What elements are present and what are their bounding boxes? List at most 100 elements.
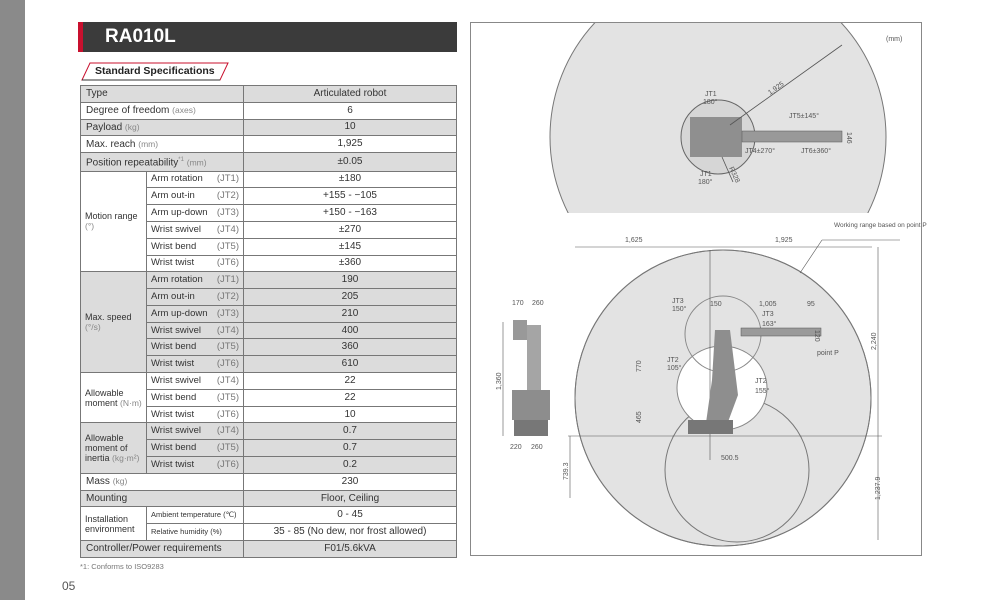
row-value: ±0.05 (243, 152, 457, 172)
row-value: 0.7 (243, 439, 457, 458)
working-range-diagram-panel (470, 22, 922, 556)
table-row: Allowable moment of inertia (kg·m²)Wrist… (80, 422, 457, 474)
row-label: Mounting (80, 489, 244, 508)
dim-label: 770 (636, 360, 643, 372)
table-row: Wrist bend(JT5)±145 (81, 237, 457, 256)
sub-label: Wrist twist(JT6) (146, 355, 244, 374)
robot-side-view-icon (513, 320, 527, 340)
group-label: Max. speed (°/s) (80, 271, 147, 374)
footnote: *1: Conforms to ISO9283 (80, 561, 164, 571)
table-row: Wrist swivel(JT4)400 (81, 321, 457, 340)
working-range-note: Working range based on point P (834, 222, 927, 229)
dim-label: 150° (672, 305, 687, 313)
dim-label: 180° (698, 178, 713, 186)
dim-label: 260 (532, 300, 544, 307)
page-number: 05 (62, 579, 76, 593)
sub-label: Wrist twist(JT6) (146, 456, 244, 474)
page-edge-strip (0, 0, 25, 600)
dim-label: 500.5 (721, 455, 739, 462)
dim-label: 1,925 (775, 237, 793, 244)
dim-label: 739.3 (563, 462, 570, 480)
table-row: Wrist bend(JT5)360 (81, 338, 457, 357)
row-value: Floor, Ceiling (243, 489, 457, 508)
group-label: Installation environment (80, 506, 147, 542)
table-row: Payload (kg)10 (80, 118, 457, 137)
sub-label: Wrist bend(JT5) (146, 338, 244, 357)
row-label: Controller/Power requirements (80, 540, 244, 558)
row-value: Articulated robot (243, 85, 457, 103)
table-row: Arm up-down(JT3)+150 - −163 (81, 204, 457, 222)
row-value: 0.2 (243, 456, 457, 474)
reach-line (729, 44, 843, 126)
top-view (549, 23, 887, 213)
table-row: Max. reach (mm)1,925 (80, 135, 457, 154)
dim-label: JT2 (667, 357, 679, 364)
dim-label: 1,625 (625, 237, 643, 244)
table-row: Wrist twist(JT6)610 (81, 355, 457, 374)
row-value: 205 (243, 288, 457, 306)
robot-body-front-icon (705, 330, 738, 430)
row-label: Payload (kg) (80, 118, 244, 137)
model-title-bar: RA010L (78, 22, 457, 52)
robot-arm-front-icon (740, 327, 822, 337)
dim-label: JT5±145° (789, 112, 819, 120)
dim-label: 150 (710, 301, 722, 308)
dim-label: 260 (531, 444, 543, 451)
dim-label: JT1 (705, 91, 717, 98)
row-value: 610 (243, 355, 457, 374)
table-row: Arm up-down(JT3)210 (81, 304, 457, 323)
row-label: Position repeatability*1 (mm) (80, 152, 244, 172)
row-label: Degree of freedom (axes) (80, 101, 244, 120)
sub-label: Wrist swivel(JT4) (146, 422, 244, 441)
row-value: F01/5.6kVA (243, 540, 457, 558)
row-value: 400 (243, 321, 457, 340)
table-row: Arm out-in(JT2)205 (81, 288, 457, 306)
robot-base-top-icon (690, 117, 742, 157)
dim-label: 1,237.9 (875, 477, 882, 500)
dim-label: 105° (667, 364, 682, 372)
table-row: Position repeatability*1 (mm)±0.05 (80, 152, 457, 172)
row-value: 0.7 (243, 422, 457, 441)
table-row: Wrist bend(JT5)0.7 (81, 439, 457, 458)
dim-label: JT3 (762, 311, 774, 318)
unit-label: (mm) (886, 36, 902, 43)
model-title: RA010L (105, 26, 176, 47)
dim-label: JT3 (672, 298, 684, 305)
dim-label: 1,360 (496, 372, 503, 390)
dim-label: 220 (510, 444, 522, 451)
section-title: Standard Specifications (95, 65, 215, 77)
group-label: Motion range (°) (80, 170, 147, 273)
robot-arm-top-icon (741, 130, 843, 143)
dim-label: 180° (703, 98, 718, 106)
sub-label: Arm rotation(JT1) (146, 271, 244, 290)
sub-label: Arm out-in(JT2) (146, 288, 244, 306)
dim-label: 95 (807, 301, 815, 308)
dim-label: 465 (636, 411, 643, 423)
dim-label: JT2 (755, 378, 767, 385)
front-view (502, 239, 900, 547)
dim-label: JT6±360° (801, 147, 831, 155)
section-heading: Standard Specifications (80, 62, 229, 81)
dim-label: 1,005 (759, 301, 777, 308)
group-label: Allowable moment of inertia (kg·m²) (80, 422, 147, 474)
dim-label: JT1 (700, 171, 712, 178)
radius-line (721, 156, 734, 183)
dim-label: JT4±270° (745, 147, 775, 155)
dim-label: 170 (512, 300, 524, 307)
dim-label: 155° (755, 387, 770, 395)
table-row: Allowable moment (N·m)Wrist swivel(JT4)2… (80, 372, 457, 424)
dim-label: 163° (762, 320, 777, 328)
point-p-label: point P (817, 350, 839, 357)
robot-base-front-icon (688, 420, 733, 434)
dim-label: 120 (813, 330, 820, 342)
table-row: Wrist twist(JT6)±360 (81, 254, 457, 273)
table-row: Arm out-in(JT2)+155 - −105 (81, 187, 457, 206)
row-label: Type (80, 85, 244, 103)
